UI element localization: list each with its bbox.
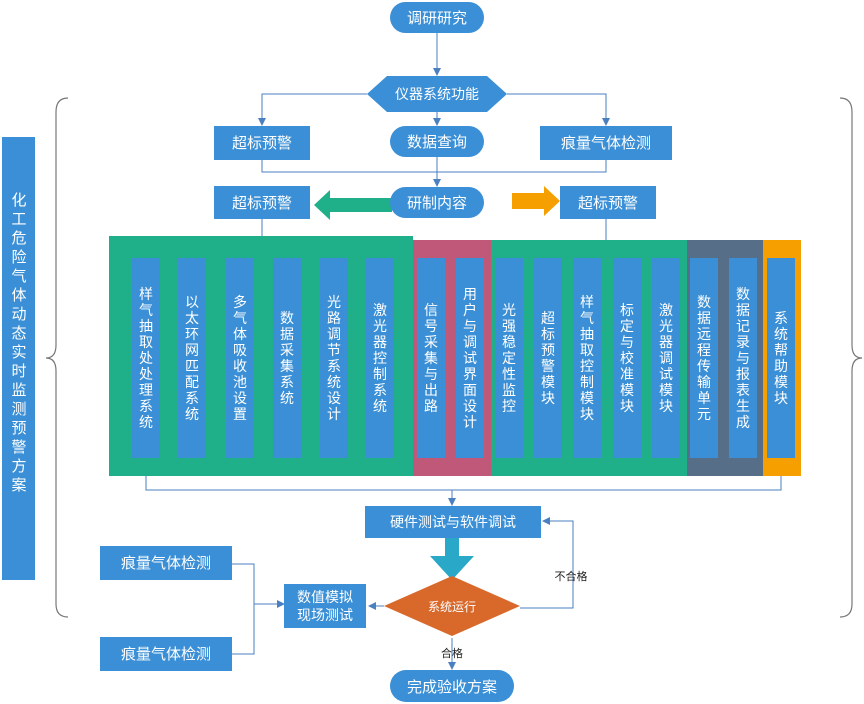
functions-label: 仪器系统功能 (395, 87, 479, 103)
module-box (417, 258, 445, 458)
module-box (132, 258, 160, 458)
module-box (226, 258, 254, 458)
module-box (573, 258, 601, 458)
test-label: 硬件测试与软件调试 (390, 515, 516, 531)
module-box (729, 258, 757, 458)
module-box (320, 258, 348, 458)
trace-gas-box-2 (100, 637, 232, 671)
module-box (652, 258, 680, 458)
module-box (273, 258, 301, 458)
down-arrow (430, 538, 474, 580)
module-label: 用户与调试界面设计 (463, 287, 477, 431)
data-query-node (390, 126, 484, 157)
side-title-box (2, 137, 35, 580)
module-label: 光强稳定性监控 (502, 303, 516, 415)
finish-node (390, 670, 514, 702)
module-label: 样气抽取控制模块 (580, 295, 594, 423)
run-diamond (384, 576, 520, 636)
run-label: 系统运行 (428, 600, 476, 614)
dev-right-box (560, 186, 656, 219)
module-box (690, 258, 718, 458)
module-box (456, 258, 484, 458)
module-box (613, 258, 641, 458)
module-label: 数据采集系统 (280, 311, 294, 407)
orange-arrow (512, 186, 560, 216)
module-label: 数据记录与报表生成 (736, 287, 750, 431)
left-brace (45, 97, 69, 618)
test-box (365, 506, 541, 538)
dev-right-label: 超标预警 (578, 194, 638, 212)
dev-content-node (390, 187, 484, 218)
module-label: 光路调节系统设计 (327, 295, 341, 423)
finish-label: 完成验收方案 (407, 678, 497, 696)
dev-left-box (214, 186, 310, 219)
research-label: 调研研究 (407, 9, 467, 27)
module-label: 以太环网匹配系统 (185, 295, 199, 423)
module-box (178, 258, 206, 458)
functions-node (367, 76, 507, 112)
module-label: 激光器控制系统 (373, 302, 387, 415)
left-warning-box (214, 126, 310, 160)
research-node (390, 2, 484, 33)
module-label: 系统帮助模块 (774, 311, 788, 407)
trace-gas-box-1 (100, 546, 232, 580)
trace-gas-label-2: 痕量气体检测 (121, 645, 211, 663)
fail-label: 不合格 (555, 569, 588, 583)
simulation-box (284, 584, 366, 628)
right-brace (839, 97, 863, 618)
left-warning-label: 超标预警 (232, 134, 292, 152)
module-box (495, 258, 523, 458)
dev-content-label: 研制内容 (407, 194, 467, 212)
module-box (366, 258, 394, 458)
module-label: 样气抽取处处理系统 (139, 287, 153, 431)
module-box (534, 258, 562, 458)
trace-gas-label-1: 痕量气体检测 (121, 554, 211, 572)
pass-label: 合格 (441, 646, 463, 660)
module-label: 信号采集与出路 (424, 303, 438, 415)
trace-gas-box (540, 126, 672, 160)
module-label: 激光器调试模块 (659, 302, 673, 415)
data-query-label: 数据查询 (407, 133, 467, 151)
green-arrow (314, 190, 392, 220)
simulation-label-1: 数值模拟 (297, 590, 353, 606)
module-label: 数据远程传输单元 (697, 295, 711, 423)
module-label: 多气体吸收池设置 (233, 294, 247, 423)
dev-left-label: 超标预警 (232, 194, 292, 212)
trace-gas-label: 痕量气体检测 (561, 134, 651, 152)
module-label: 超标预警模块 (541, 311, 555, 407)
simulation-label-2: 现场测试 (297, 608, 353, 624)
module-box (767, 258, 795, 458)
module-label: 标定与校准模块 (620, 303, 634, 415)
side-title: 化工危险气体动态实时监测预警方案 (11, 191, 26, 494)
